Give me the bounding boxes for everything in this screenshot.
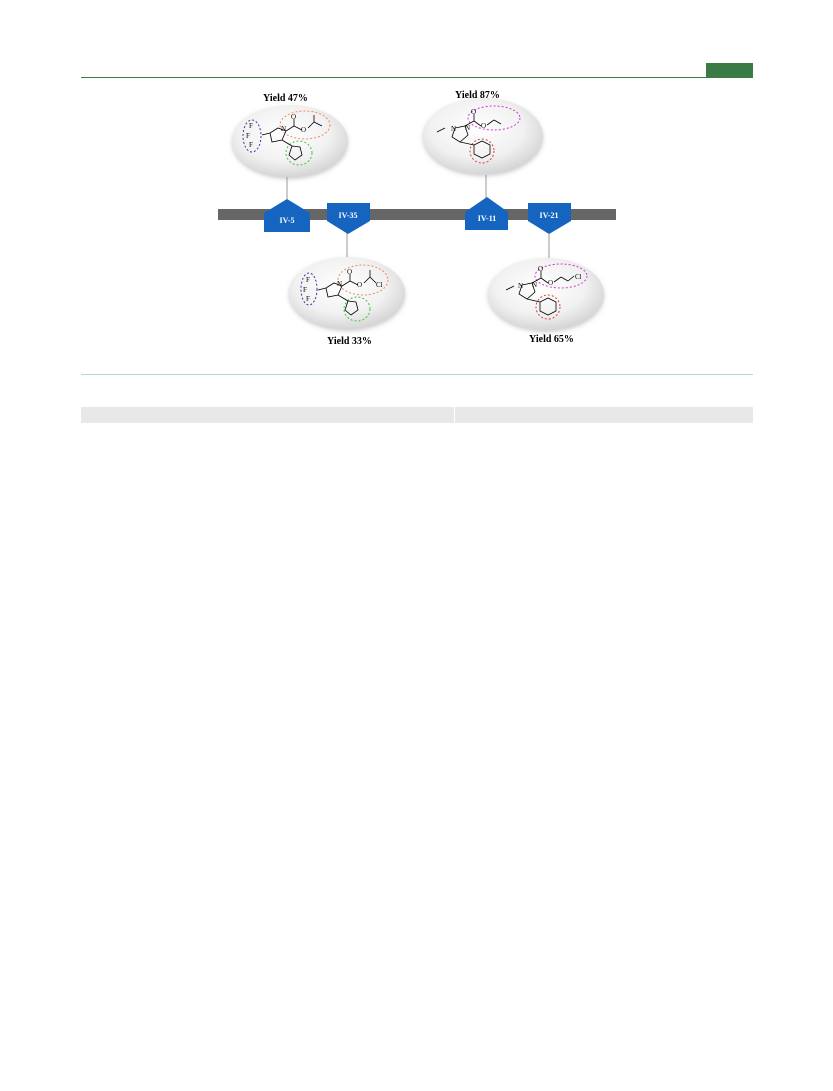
atom-cl: Cl <box>376 281 383 289</box>
molecule-iv11: N N O O <box>423 98 543 174</box>
marker-label-iv21: IV-21 <box>540 211 559 220</box>
atom-o: O <box>538 265 543 273</box>
yield-iv5: Yield 47% <box>263 93 308 104</box>
marker-label-iv11: IV-11 <box>478 214 497 223</box>
atom-n: N <box>337 280 342 288</box>
timeline-figure: IV-5 IV-35 IV-11 IV-21 N O O F F <box>218 98 616 330</box>
yield-iv35: Yield 33% <box>327 336 372 347</box>
molecule-iv5: N O O F F F <box>232 105 348 177</box>
atom-f: F <box>306 276 310 284</box>
atom-f: F <box>303 286 307 294</box>
atom-o: O <box>301 126 306 134</box>
atom-f: F <box>246 132 250 140</box>
molecule-iv21: N N O O Cl <box>488 258 604 330</box>
atom-o: O <box>357 281 362 289</box>
atom-o: O <box>291 113 296 121</box>
atom-n: N <box>532 281 537 289</box>
marker-label-iv35: IV-35 <box>339 211 358 220</box>
yield-iv21: Yield 65% <box>529 334 574 345</box>
atom-n: N <box>518 282 523 290</box>
header-accent-tab <box>706 63 753 77</box>
marker-iv35: IV-35 <box>327 203 370 234</box>
marker-iv11: IV-11 <box>465 197 508 230</box>
yield-iv11: Yield 87% <box>455 90 500 101</box>
atom-o: O <box>471 108 476 116</box>
table-column-divider <box>454 407 455 423</box>
marker-iv5: IV-5 <box>264 199 310 232</box>
atom-f: F <box>249 141 253 149</box>
marker-iv21: IV-21 <box>528 203 571 234</box>
atom-f: F <box>249 122 253 130</box>
timeline-bar <box>218 209 616 220</box>
atom-n: N <box>281 125 286 133</box>
table-header-band <box>81 407 753 423</box>
header-rule <box>81 77 753 78</box>
separator-rule <box>81 374 753 375</box>
molecule-iv35: N O O Cl F F F <box>289 257 405 329</box>
atom-f: F <box>306 295 310 303</box>
atom-cl: Cl <box>575 273 582 281</box>
atom-n: N <box>465 124 470 132</box>
atom-n: N <box>451 125 456 133</box>
atom-o: O <box>481 122 486 130</box>
atom-o: O <box>548 279 553 287</box>
atom-o: O <box>347 268 352 276</box>
marker-label-iv5: IV-5 <box>280 216 295 225</box>
